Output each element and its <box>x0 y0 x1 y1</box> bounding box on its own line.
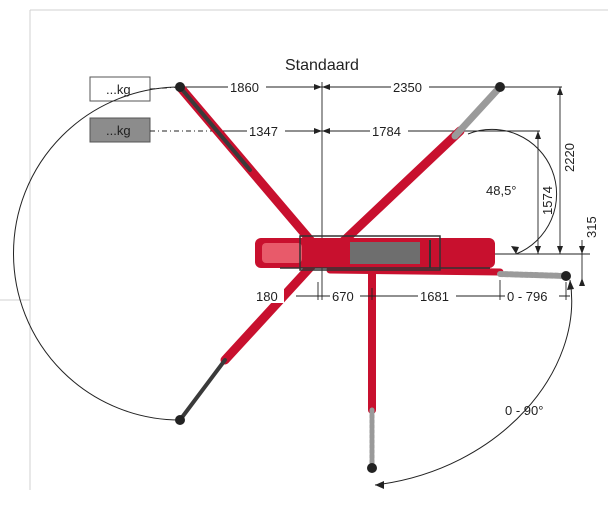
dim-bottom-b: 670 <box>332 289 354 304</box>
label-bg <box>370 124 408 138</box>
diagram-title: Standaard <box>285 57 359 74</box>
hook-tip <box>561 271 571 281</box>
angle-arc <box>467 128 558 255</box>
arrow-head <box>557 246 563 254</box>
swing-arc-bottom <box>374 279 573 486</box>
dim-mid-left: 1347 <box>249 124 278 139</box>
label-bg <box>228 80 266 94</box>
boom-right-ext <box>497 271 569 279</box>
outrigger-upper-right <box>325 126 465 259</box>
outrigger-lower-left <box>220 257 320 365</box>
load-box-inner <box>89 117 151 143</box>
arrow-head <box>314 128 322 134</box>
label-bg <box>505 289 559 303</box>
arrow-head <box>322 128 330 134</box>
arrow-head <box>535 131 541 139</box>
arrow-head <box>511 246 519 254</box>
arrow-head <box>375 481 384 489</box>
dim-swing: 0 - 90° <box>505 403 543 418</box>
pad-upper-right <box>495 82 505 92</box>
label-bg <box>254 289 284 303</box>
outrigger-upper-right-ext <box>451 83 504 140</box>
arrow-head <box>535 246 541 254</box>
dim-bottom-a: 180 <box>256 289 278 304</box>
dim-bottom-c: 1681 <box>420 289 449 304</box>
outrigger-lower-left-tip <box>178 358 227 422</box>
pad-lower <box>367 463 377 473</box>
label-bg <box>418 289 456 303</box>
dim-v-inner: 1574 <box>540 186 555 215</box>
load-box-outer <box>89 76 151 102</box>
dim-bottom-d: 0 - 796 <box>507 289 547 304</box>
crane-frame <box>299 235 441 271</box>
dim-v-offset: 315 <box>584 216 599 238</box>
arrow-head <box>557 87 563 95</box>
dim-v-outer: 2220 <box>562 143 577 172</box>
dim-top-left: 1860 <box>230 80 259 95</box>
label-bg <box>391 80 429 94</box>
dim-angle: 48,5° <box>486 183 517 198</box>
arrow-head <box>322 84 330 90</box>
load-box-inner-label: ...kg <box>106 123 131 138</box>
outrigger-upper-left-tip <box>178 85 252 172</box>
label-bg <box>247 124 285 138</box>
arrow-head <box>579 278 585 286</box>
arrow-head <box>567 280 574 290</box>
dim-mid-right: 1784 <box>372 124 401 139</box>
pad-lower-left <box>175 415 185 425</box>
left-swing-arc <box>13 86 181 421</box>
arrow-head <box>579 246 585 254</box>
label-bg <box>330 289 360 303</box>
dim-top-right: 2350 <box>393 80 422 95</box>
crane-cab <box>262 243 302 263</box>
load-box-outer-label: ...kg <box>106 82 131 97</box>
arrow-head <box>314 84 322 90</box>
pad-upper-left <box>175 82 185 92</box>
crane-engine <box>350 242 420 264</box>
